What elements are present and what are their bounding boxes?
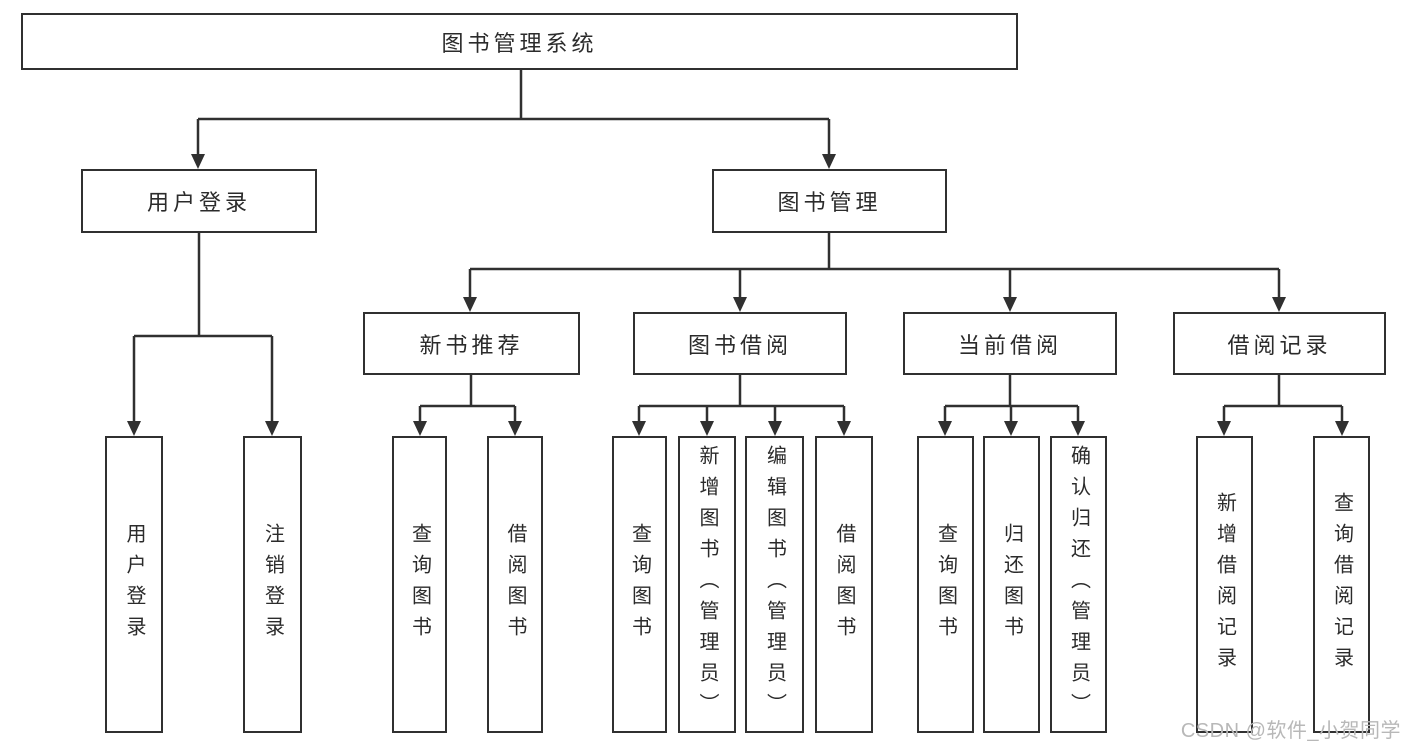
node-borrowing-records: 借阅记录 (1173, 312, 1386, 375)
leaf-query-books-current: 查询图书 (917, 436, 974, 733)
node-user-login: 用户登录 (81, 169, 317, 233)
leaf-confirm-return-admin: 确认归还（管理员） (1050, 436, 1107, 733)
leaf-query-borrow-record: 查询借阅记录 (1313, 436, 1370, 733)
node-current-borrowing: 当前借阅 (903, 312, 1117, 375)
node-book-borrowing: 图书借阅 (633, 312, 847, 375)
leaf-add-book-admin: 新增图书（管理员） (678, 436, 736, 733)
leaf-query-books-borrowing: 查询图书 (612, 436, 667, 733)
leaf-edit-book-admin: 编辑图书（管理员） (745, 436, 804, 733)
node-book-management: 图书管理 (712, 169, 947, 233)
leaf-borrow-books-recommend: 借阅图书 (487, 436, 543, 733)
csdn-watermark: CSDN @软件_小贺同学 (1180, 720, 1401, 742)
leaf-logout: 注销登录 (243, 436, 302, 733)
leaf-query-books-recommend: 查询图书 (392, 436, 447, 733)
leaf-return-book: 归还图书 (983, 436, 1040, 733)
node-new-book-recommendation: 新书推荐 (363, 312, 580, 375)
node-library-management-system: 图书管理系统 (21, 13, 1018, 70)
leaf-add-borrow-record: 新增借阅记录 (1196, 436, 1253, 733)
leaf-user-login: 用户登录 (105, 436, 163, 733)
leaf-borrow-books: 借阅图书 (815, 436, 873, 733)
